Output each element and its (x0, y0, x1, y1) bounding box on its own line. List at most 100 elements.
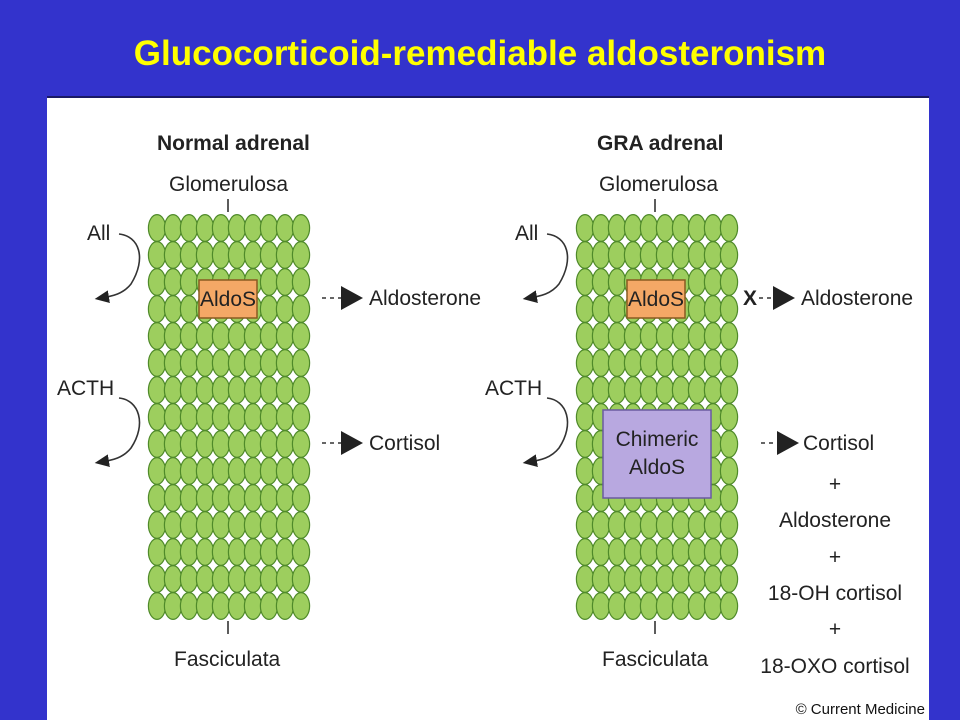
adrenal-cell (575, 538, 595, 567)
adrenal-cell (275, 295, 295, 324)
adrenal-cell (291, 538, 311, 567)
adrenal-cell (291, 376, 311, 405)
adrenal-cell (291, 349, 311, 378)
adrenal-cell (275, 538, 295, 567)
gra-acth-label: ACTH (485, 377, 542, 400)
adrenal-cell (719, 349, 739, 378)
adrenal-cell (179, 484, 199, 513)
gra-aldosterone-arrowhead (773, 286, 795, 310)
adrenal-cell (639, 565, 659, 594)
adrenal-cell (655, 322, 675, 351)
adrenal-cell (227, 430, 247, 459)
adrenal-cell (163, 457, 183, 486)
adrenal-cell (243, 322, 263, 351)
adrenal-cell (179, 565, 199, 594)
adrenal-cell (275, 511, 295, 540)
adrenal-cell (259, 457, 279, 486)
adrenal-cell (163, 295, 183, 324)
copyright-notice: © Current Medicine (787, 698, 929, 720)
adrenal-cell (211, 538, 231, 567)
adrenal-cell (607, 538, 627, 567)
gra-blocked-mark: X (743, 287, 757, 310)
adrenal-cell (655, 241, 675, 270)
adrenal-cell (607, 213, 627, 242)
adrenal-cell (575, 565, 595, 594)
adrenal-cell (195, 349, 215, 378)
adrenal-cell (607, 511, 627, 540)
adrenal-cell (259, 322, 279, 351)
adrenal-cell (719, 484, 739, 513)
adrenal-cell (623, 213, 643, 242)
adrenal-cell (259, 592, 279, 621)
adrenal-cell (575, 430, 595, 459)
adrenal-cell (671, 511, 691, 540)
adrenal-cell (639, 322, 659, 351)
slide-title: Glucocorticoid-remediable aldosteronism (133, 34, 827, 73)
adrenal-cell (591, 268, 611, 297)
adrenal-cell (163, 213, 183, 242)
adrenal-cell (575, 268, 595, 297)
normal-cortisol-arrowhead (341, 431, 363, 455)
adrenal-cell (687, 241, 707, 270)
adrenal-cell (195, 430, 215, 459)
adrenal-cell (703, 349, 723, 378)
adrenal-cell (687, 322, 707, 351)
adrenal-cell (719, 511, 739, 540)
adrenal-cell (275, 457, 295, 486)
adrenal-cell (163, 241, 183, 270)
adrenal-cell (291, 457, 311, 486)
adrenal-cell (655, 565, 675, 594)
adrenal-cell (607, 376, 627, 405)
adrenal-cell (163, 430, 183, 459)
normal-aldos-box (198, 279, 258, 319)
adrenal-cell (719, 538, 739, 567)
gra-chimeric-line1: Chimeric (616, 428, 699, 451)
adrenal-cell (639, 376, 659, 405)
adrenal-cell (179, 376, 199, 405)
gra-adrenal-header: GRA adrenal (597, 132, 723, 155)
adrenal-cell (163, 403, 183, 432)
adrenal-cell (671, 241, 691, 270)
adrenal-cell (275, 565, 295, 594)
adrenal-cell (607, 241, 627, 270)
adrenal-cell (211, 322, 231, 351)
adrenal-cell (195, 376, 215, 405)
normal-fasciculata-label: Fasciculata (174, 648, 281, 671)
adrenal-cell (259, 295, 279, 324)
adrenal-cell (211, 565, 231, 594)
adrenal-cell (275, 213, 295, 242)
adrenal-cell (639, 349, 659, 378)
adrenal-cell (163, 322, 183, 351)
adrenal-cell (291, 511, 311, 540)
gra-output-item: + (829, 618, 841, 641)
adrenal-cell (243, 213, 263, 242)
adrenal-cell (687, 592, 707, 621)
adrenal-cell (147, 457, 167, 486)
adrenal-cell (575, 349, 595, 378)
adrenal-cell (575, 241, 595, 270)
adrenal-cell (147, 241, 167, 270)
adrenal-cell (195, 565, 215, 594)
adrenal-cell (291, 484, 311, 513)
adrenal-cell (195, 457, 215, 486)
adrenal-cell (243, 403, 263, 432)
adrenal-cell (687, 376, 707, 405)
adrenal-cell (719, 376, 739, 405)
adrenal-cell (719, 592, 739, 621)
adrenal-cell (591, 592, 611, 621)
adrenal-cell (671, 565, 691, 594)
adrenal-cell (211, 349, 231, 378)
adrenal-cell (719, 268, 739, 297)
adrenal-cell (147, 403, 167, 432)
gra-chimeric-aldos-box (602, 409, 712, 499)
adrenal-cell (243, 241, 263, 270)
adrenal-cell (259, 213, 279, 242)
adrenal-cell (227, 322, 247, 351)
adrenal-cell (623, 592, 643, 621)
adrenal-cell (275, 592, 295, 621)
adrenal-cell (703, 538, 723, 567)
adrenal-cell (607, 322, 627, 351)
normal-aldosterone-label: Aldosterone (369, 287, 481, 310)
adrenal-cell (147, 376, 167, 405)
adrenal-cell (259, 430, 279, 459)
